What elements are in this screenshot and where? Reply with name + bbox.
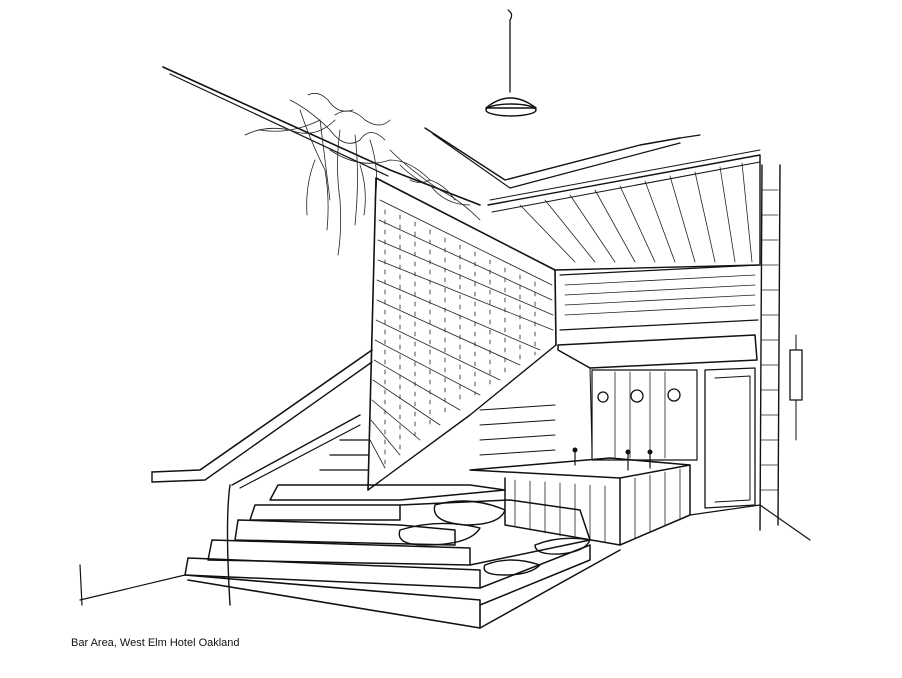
brick-wall-column bbox=[367, 177, 557, 491]
staircase bbox=[79, 349, 811, 629]
back-wall bbox=[479, 264, 759, 509]
hanging-plants bbox=[244, 92, 481, 256]
bar-counter bbox=[469, 447, 691, 546]
right-brick-column bbox=[759, 164, 803, 531]
slatted-ceiling bbox=[487, 149, 761, 271]
figure-caption: Bar Area, West Elm Hotel Oakland bbox=[71, 637, 240, 649]
pendant-lamp-icon bbox=[485, 9, 537, 117]
